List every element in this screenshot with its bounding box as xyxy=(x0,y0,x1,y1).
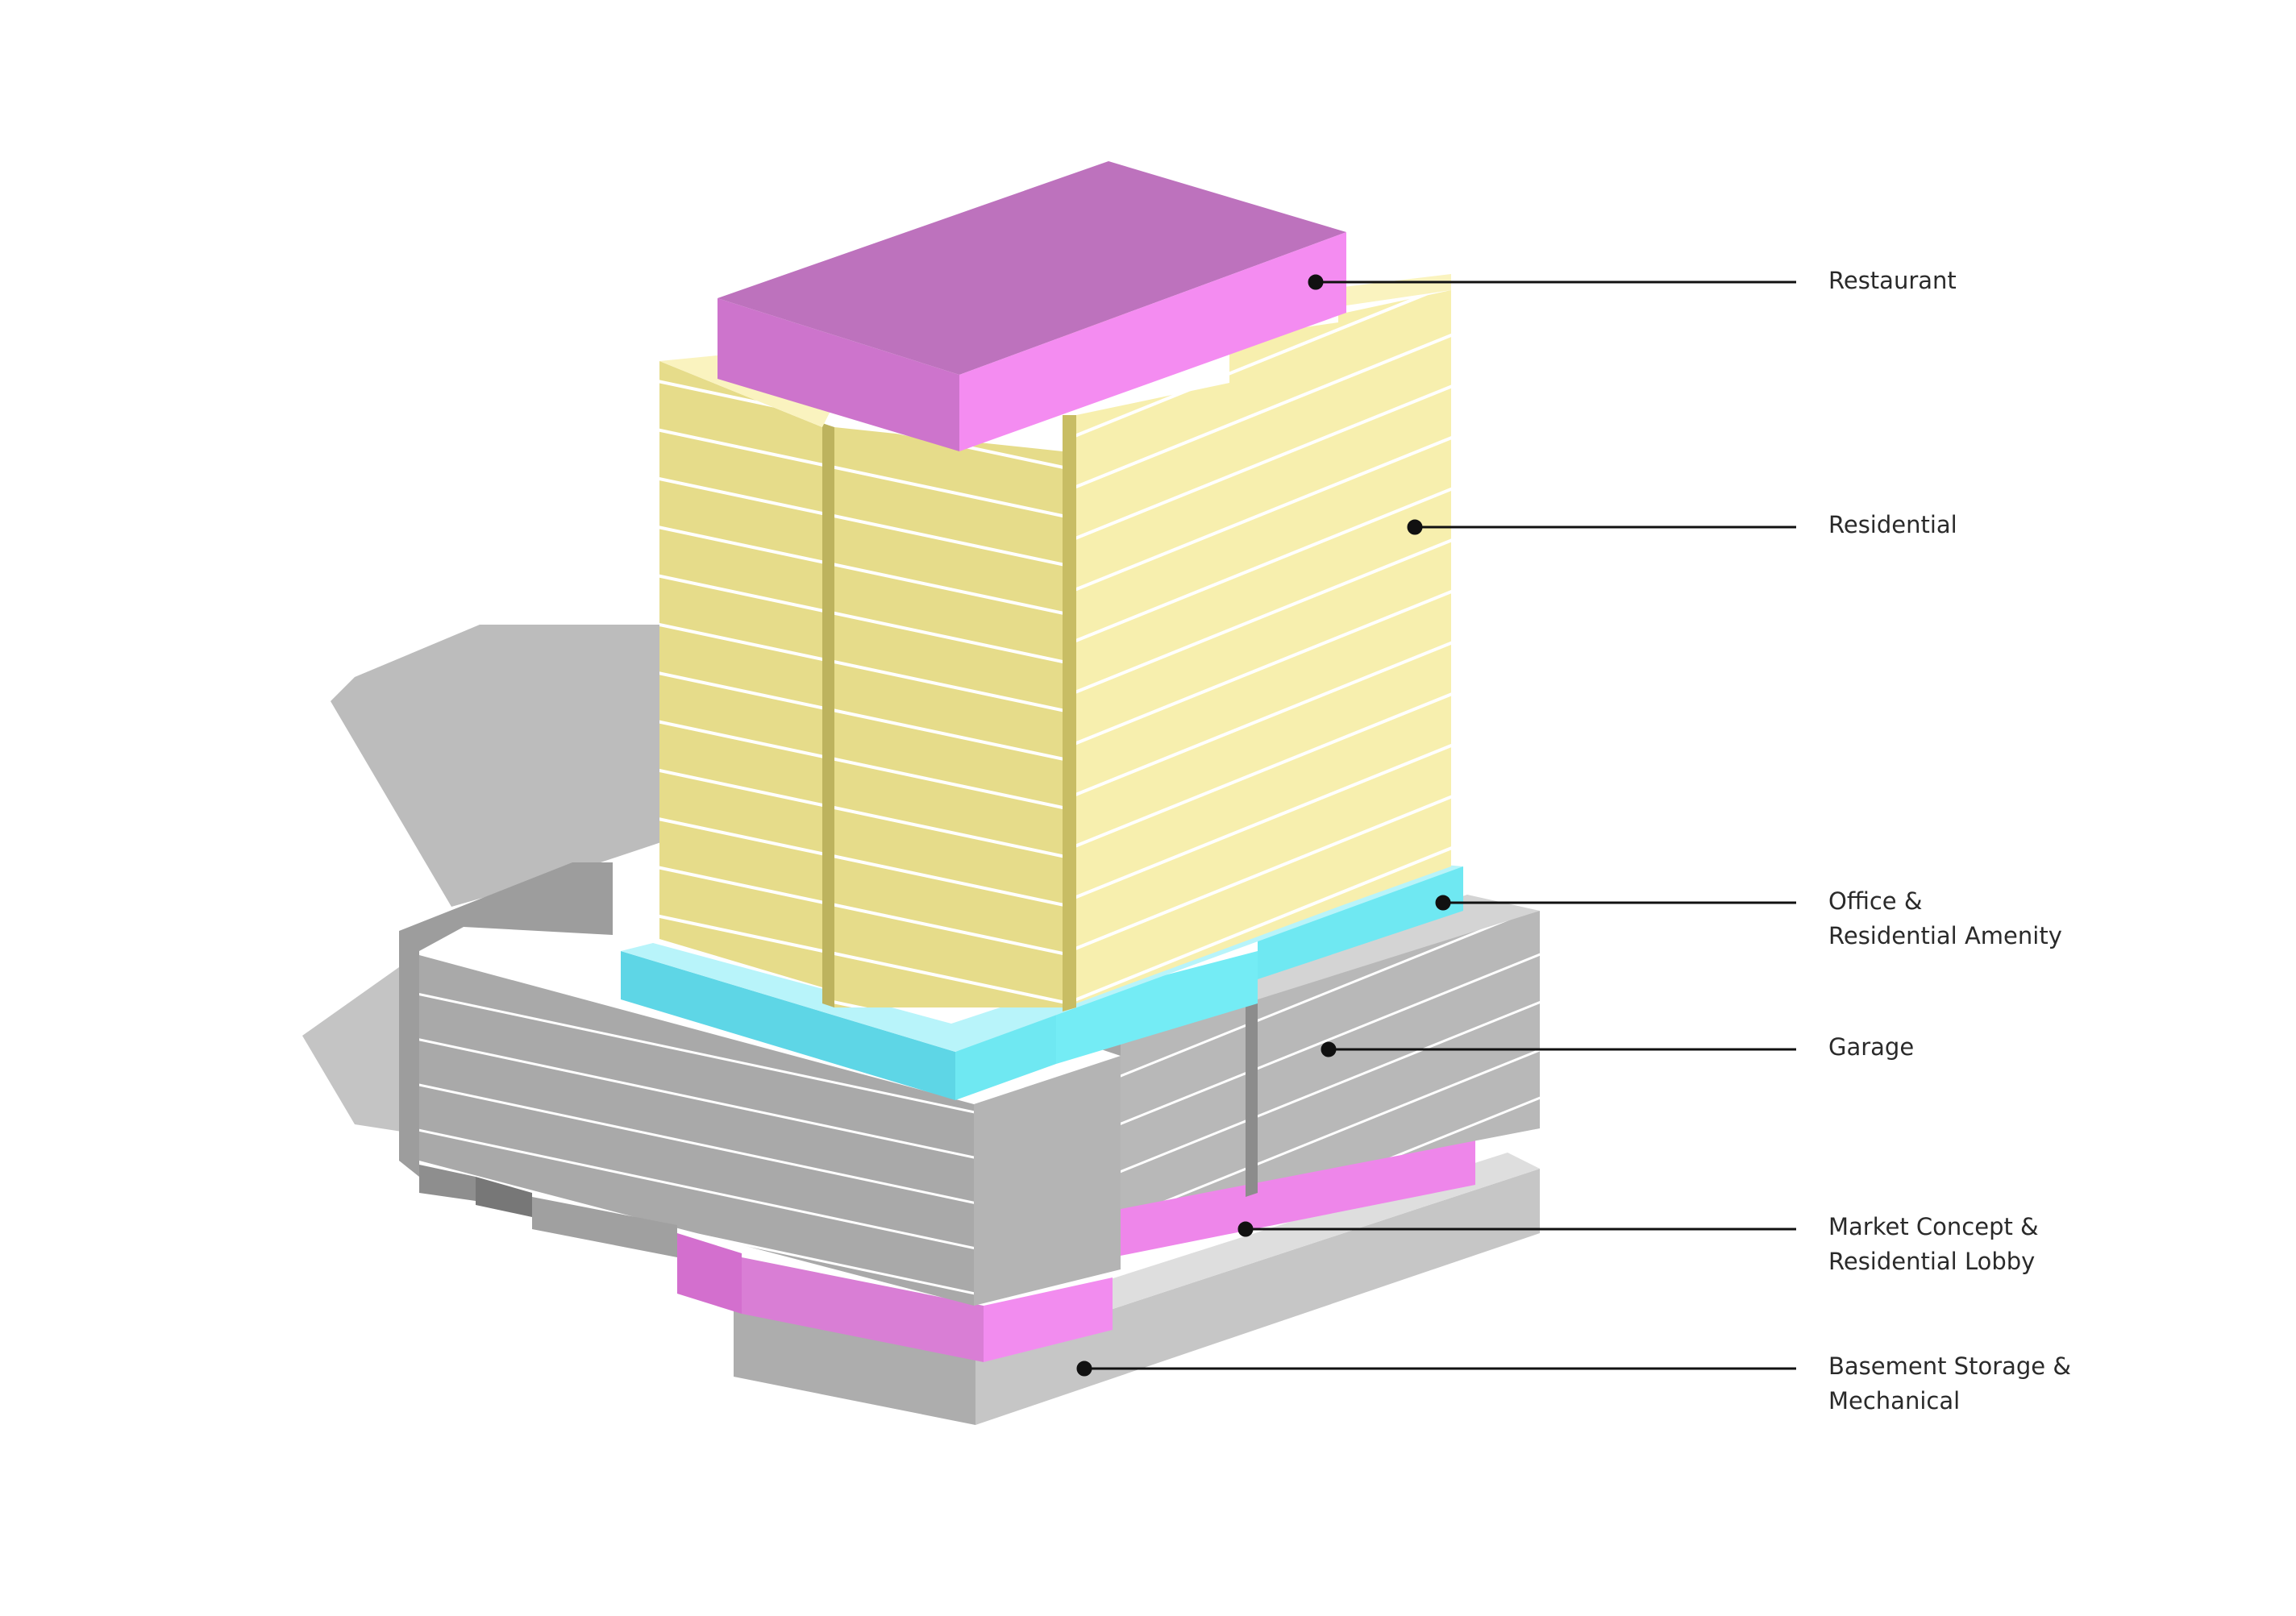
label-line: Mechanical xyxy=(1828,1387,1961,1415)
label-restaurant: Restaurant xyxy=(1828,264,1957,298)
label-line: Residential Lobby xyxy=(1828,1248,2036,1275)
label-market-lobby: Market Concept & Residential Lobby xyxy=(1828,1210,2039,1279)
label-line: Restaurant xyxy=(1828,267,1957,294)
label-line: Basement Storage & xyxy=(1828,1352,2071,1380)
leader-lines xyxy=(1076,274,1796,1377)
ground-shadow xyxy=(302,625,661,1132)
market-lobby-block xyxy=(677,1128,1475,1362)
label-basement: Basement Storage & Mechanical xyxy=(1828,1349,2071,1419)
residential-tower xyxy=(659,274,1451,1012)
label-residential: Residential xyxy=(1828,508,1957,542)
label-line: Office & xyxy=(1828,887,1923,915)
label-office-amenity: Office & Residential Amenity xyxy=(1828,884,2062,953)
label-line: Garage xyxy=(1828,1033,1915,1061)
restaurant-block xyxy=(718,161,1346,451)
label-line: Residential Amenity xyxy=(1828,922,2062,949)
label-line: Residential xyxy=(1828,511,1957,538)
label-garage: Garage xyxy=(1828,1030,1914,1065)
label-line: Market Concept & xyxy=(1828,1213,2039,1240)
garage-block xyxy=(399,862,1540,1306)
